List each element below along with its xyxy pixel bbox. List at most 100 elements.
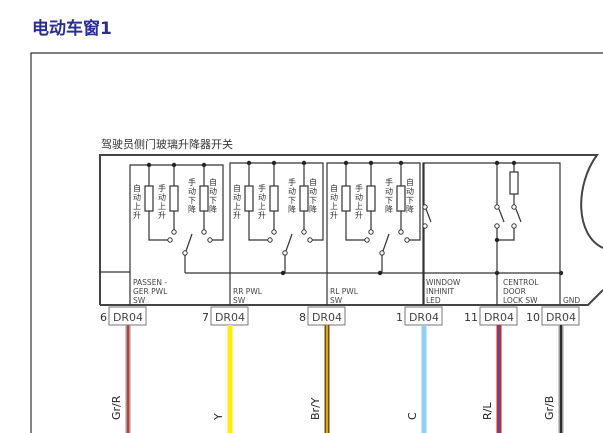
section-label: RR PWL	[233, 287, 263, 296]
connector-name: DR04	[113, 311, 143, 324]
contact	[171, 229, 177, 235]
section-label: CENTROL	[503, 278, 539, 287]
section-box	[326, 162, 421, 305]
contact	[494, 223, 500, 229]
connector-name: DR04	[409, 311, 439, 324]
wire-stripe	[560, 325, 562, 433]
component-box-bottom	[100, 289, 603, 306]
switch-arm	[285, 233, 293, 252]
junction-dot	[377, 270, 383, 276]
connector-name: DR04	[484, 311, 514, 324]
contact	[404, 237, 410, 243]
component-name: 驾驶员侧门玻璃升降器开关	[101, 137, 233, 151]
section-label: GND	[563, 296, 580, 305]
switch-label: 手动上升	[355, 183, 364, 220]
resistor	[509, 171, 519, 195]
outer-frame	[30, 52, 603, 433]
wire-color-label: Gr/R	[110, 395, 123, 420]
contact	[422, 223, 428, 229]
section-label: SW	[233, 296, 246, 305]
contact	[201, 229, 207, 235]
resistor	[341, 185, 351, 212]
section-label: SW	[330, 296, 343, 305]
resistor	[144, 185, 154, 212]
switch-arm	[425, 208, 432, 223]
switch-arm	[185, 233, 193, 252]
switch-label: 自动上升	[133, 183, 142, 220]
switch-arm	[382, 233, 390, 252]
pin-number: 6	[100, 311, 107, 324]
section-box	[129, 164, 224, 305]
switch-label: 手动下降	[385, 177, 394, 214]
contact	[301, 229, 307, 235]
section-label: LOCK SW	[503, 296, 538, 305]
section-box	[229, 162, 324, 305]
wire-stripe	[127, 325, 129, 433]
wire-C	[421, 325, 427, 433]
connector-name: DR04	[546, 311, 576, 324]
section-label: INHINIT	[426, 287, 454, 296]
switch-group: 自动上升手动上升手动下降自动下降自动上升手动上升手动下降自动下降自动上升手动上升…	[100, 160, 580, 305]
wire-color-label: Br/Y	[309, 397, 322, 420]
resistor	[199, 185, 209, 212]
contact	[368, 229, 374, 235]
section-label: DOOR	[503, 287, 526, 296]
wire	[497, 228, 515, 241]
contact	[364, 237, 370, 243]
resistor	[269, 185, 279, 212]
wire-stripe	[326, 325, 328, 433]
switch-label: 自动下降	[406, 177, 415, 214]
contact	[207, 237, 213, 243]
switch-arm	[498, 208, 505, 223]
contact	[398, 229, 404, 235]
pin-number: 1	[396, 311, 403, 324]
pin-number: 7	[202, 311, 209, 324]
wire-Y	[227, 325, 233, 433]
pin-number: 8	[299, 311, 306, 324]
junction-dot	[494, 237, 500, 243]
wire-color-label: Gr/B	[543, 396, 556, 420]
wire-color-label: R/L	[481, 402, 494, 420]
switch-label: 自动上升	[233, 183, 242, 220]
switch-label: 自动下降	[209, 177, 218, 214]
contact	[167, 237, 173, 243]
pin-number: 10	[526, 311, 540, 324]
switch-label: 手动下降	[288, 177, 297, 214]
connector-name: DR04	[215, 311, 245, 324]
contact	[307, 237, 313, 243]
junction-dot	[280, 270, 286, 276]
contact	[379, 250, 385, 256]
section-label: LED	[426, 296, 441, 305]
section-label: PASSEN -	[133, 278, 167, 287]
component-box	[99, 154, 603, 305]
resistor	[299, 185, 309, 212]
switch-label: 自动下降	[309, 177, 318, 214]
contact	[511, 204, 517, 210]
section-box	[422, 162, 561, 305]
contact	[282, 250, 288, 256]
contact	[267, 237, 273, 243]
contact	[182, 250, 188, 256]
switch-label: 手动下降	[188, 177, 197, 214]
pin-number: 11	[464, 311, 478, 324]
wire-stripe	[498, 325, 500, 433]
resistor	[169, 185, 179, 212]
page-title: 电动车窗1	[32, 19, 112, 39]
resistor	[244, 185, 254, 212]
switch-label: 手动上升	[158, 183, 167, 220]
resistor	[366, 185, 376, 212]
contact	[511, 223, 517, 229]
switch-arm	[515, 208, 522, 223]
wire-color-label: C	[406, 412, 419, 420]
switch-label: 手动上升	[258, 183, 267, 220]
section-label: SW	[133, 296, 146, 305]
contact	[422, 204, 428, 210]
